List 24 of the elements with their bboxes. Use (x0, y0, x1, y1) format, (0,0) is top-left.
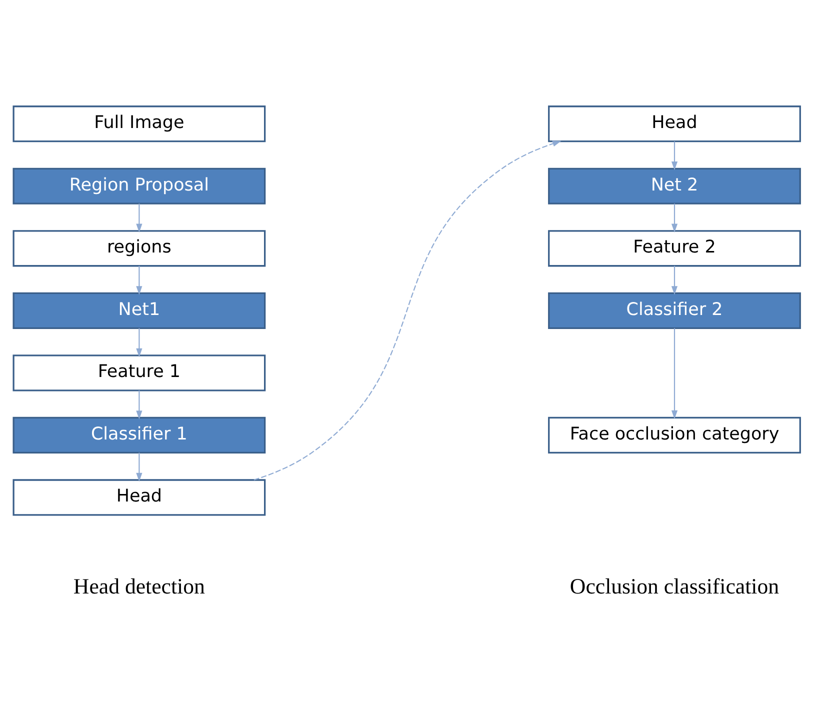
node-box: Net1 (12, 292, 266, 328)
node-box: Classifier 1 (12, 416, 266, 453)
node-box: Feature 1 (12, 354, 266, 391)
node-box: Classifier 2 (548, 292, 800, 328)
arrow (136, 452, 142, 482)
arrow (253, 140, 561, 480)
node-box: Full Image (12, 105, 266, 142)
arrow (670, 203, 678, 232)
arrow (670, 328, 678, 419)
arrow (136, 328, 142, 357)
arrow (670, 265, 678, 294)
label: Occlusion classification (569, 574, 779, 598)
node-box: Feature 2 (548, 230, 800, 266)
node-box: regions (12, 230, 266, 266)
arrow (136, 265, 142, 294)
node-box: Net 2 (548, 167, 800, 204)
node-box: Head (12, 478, 266, 516)
node-box: Region Proposal (12, 167, 266, 204)
arrow (670, 140, 678, 170)
node-box: Face occlusion category (548, 416, 800, 453)
arrow (136, 390, 142, 419)
label: Head detection (72, 574, 204, 598)
node-box: Head (548, 105, 800, 142)
arrow (136, 203, 142, 232)
